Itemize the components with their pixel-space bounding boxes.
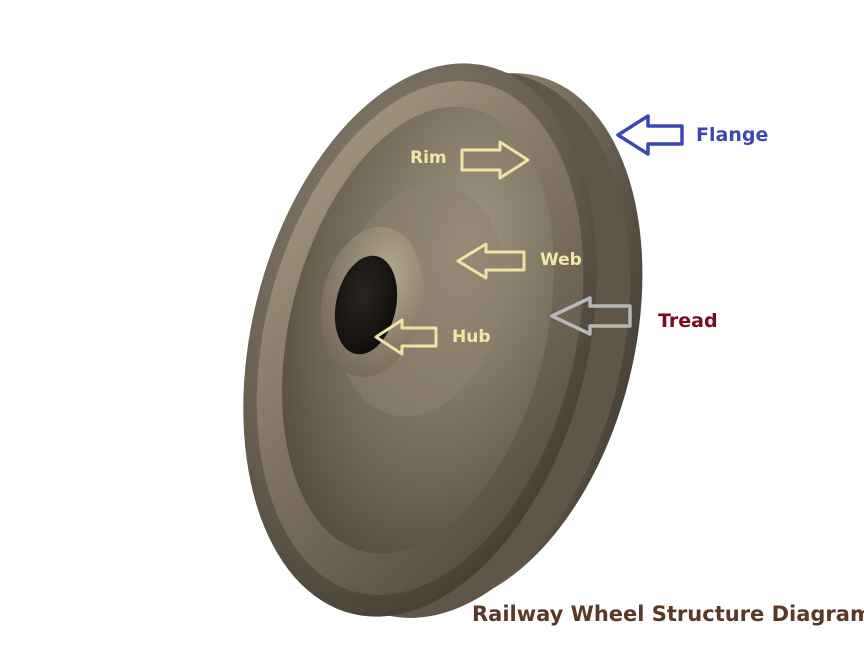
rim-label: Rim (410, 148, 447, 168)
wheel-body (243, 63, 643, 618)
tread-arrow (550, 296, 632, 336)
web-arrow (456, 242, 526, 280)
diagram-title: Railway Wheel Structure Diagram (472, 602, 864, 626)
hub-label: Hub (452, 327, 491, 347)
rim-arrow (460, 140, 530, 180)
tread-label: Tread (658, 310, 718, 332)
flange-label: Flange (696, 124, 769, 146)
web-label: Web (540, 250, 582, 270)
annotation-arrows (374, 114, 684, 356)
hub-arrow (374, 318, 438, 356)
flange-arrow (616, 114, 684, 156)
hub-bore (334, 255, 398, 355)
